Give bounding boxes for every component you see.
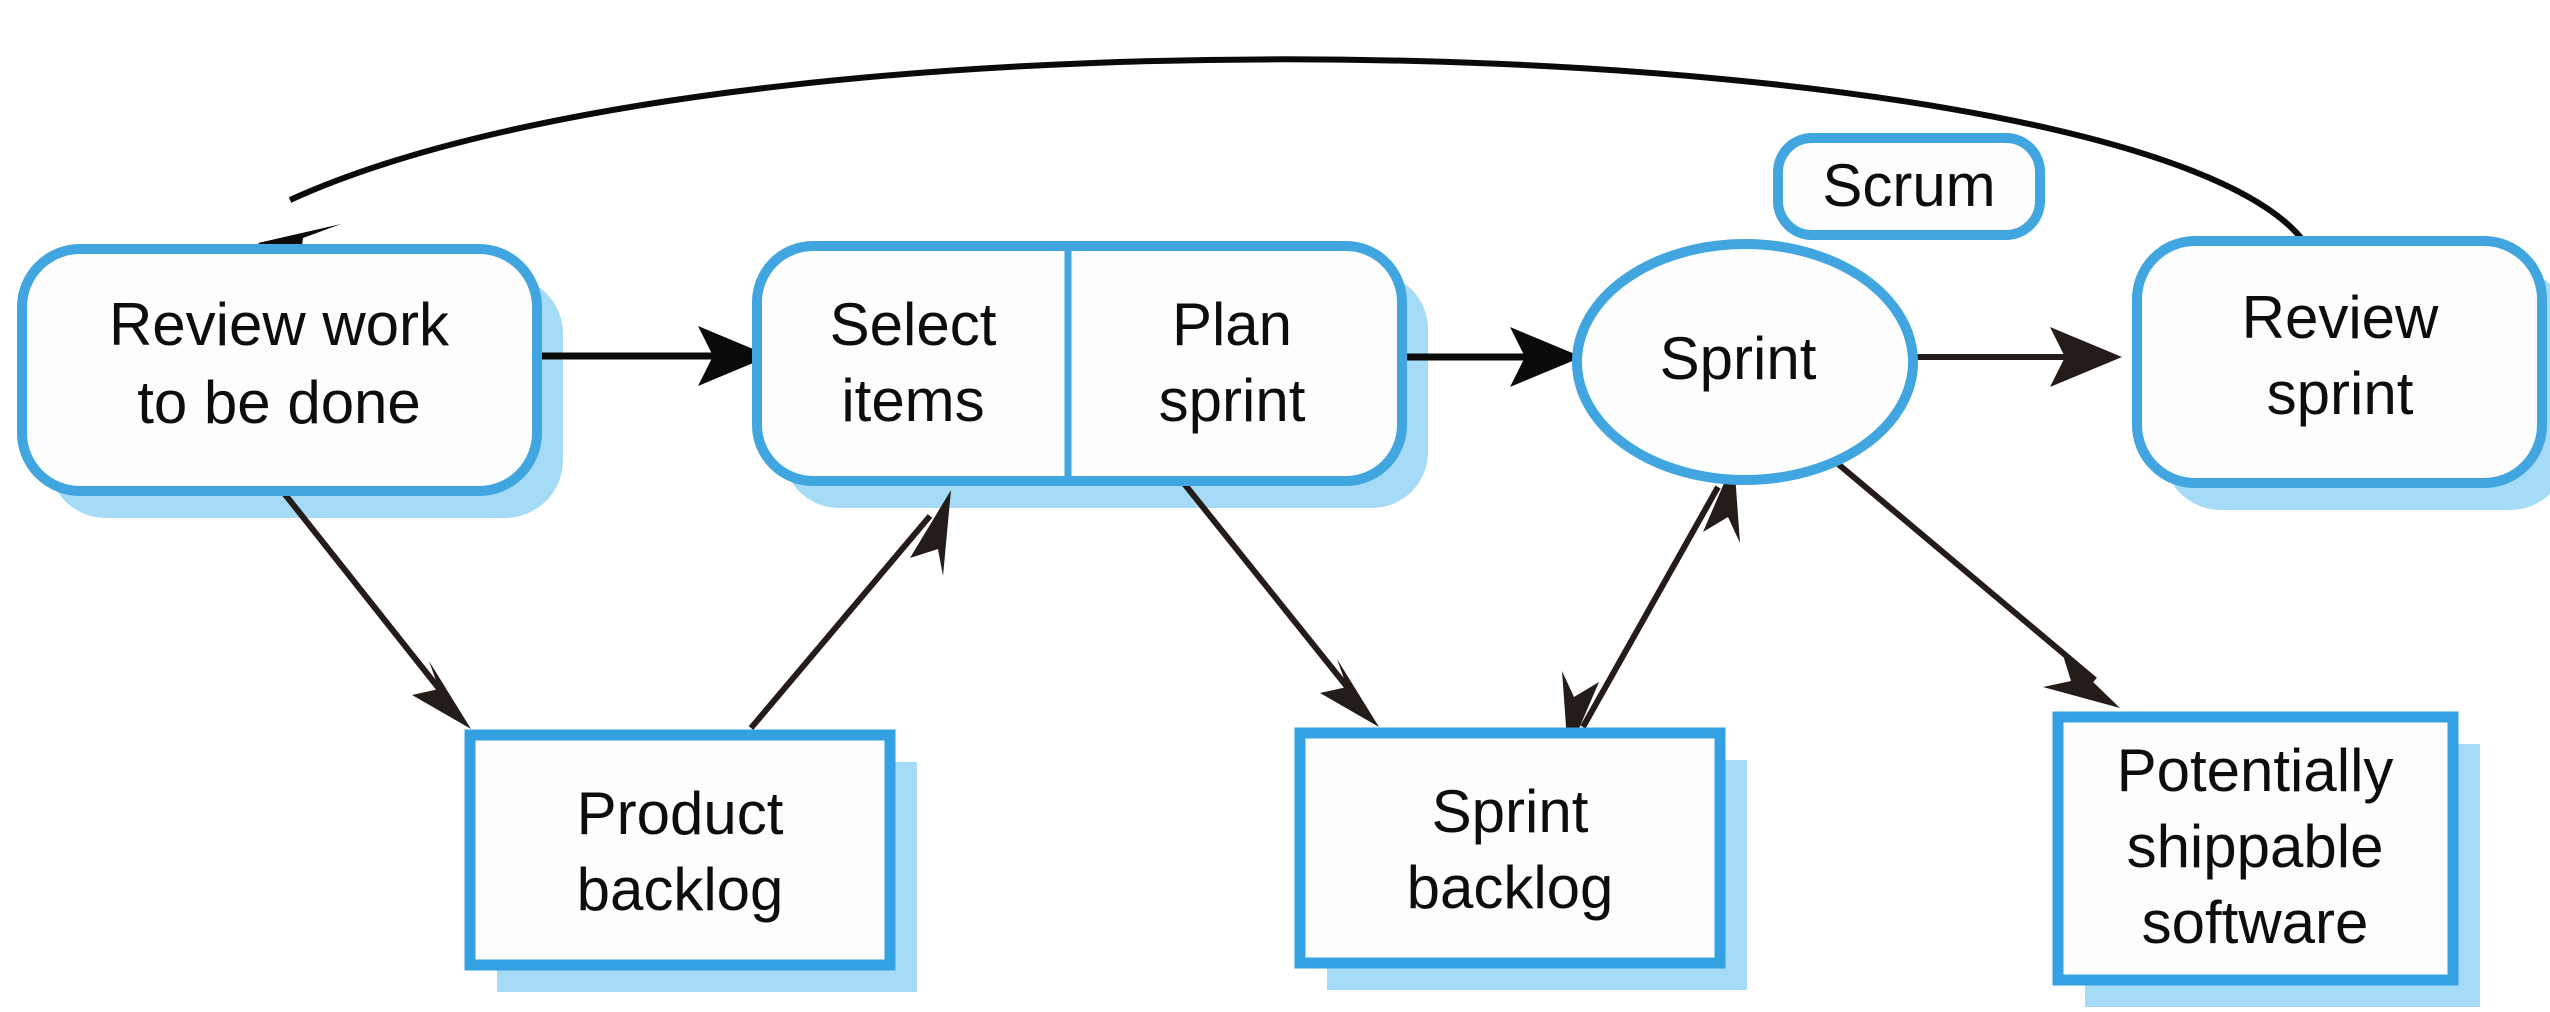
node-review-sprint[interactable] [2132,236,2547,488]
edge-review-work-to-product-backlog [269,476,451,702]
edge-sprint-to-potentially-shippable-arrowhead [2043,652,2120,708]
edge-plan-sprint-to-sprint-arrowhead [1510,327,1582,387]
edge-product-backlog-to-select-items [748,514,933,730]
node-scrum[interactable] [1773,133,2045,240]
node-sprint-backlog-line1: Sprint [1432,778,1589,845]
node-potentially-shippable-line1: Potentially [2117,737,2394,804]
node-product-backlog[interactable] [464,729,896,971]
node-potentially-shippable-software[interactable] [2052,711,2459,986]
edge-review-work-to-product-backlog-arrowhead [412,661,471,729]
edge-plan-sprint-to-sprint-backlog [1175,474,1359,700]
node-select-items-line1: Select [830,291,997,358]
label-layer: Review work to be done Select items Plan… [109,152,2439,956]
edge-review-sprint-to-review-work [288,56,2308,245]
node-scrum-label: Scrum [1822,152,1995,219]
node-sprint-label: Sprint [1660,325,1817,392]
node-select-items-line2: items [841,367,984,434]
node-review-work[interactable] [17,244,542,496]
node-plan-sprint-line2: sprint [1159,367,1306,434]
edge-sprint-to-review-sprint-arrowhead [2050,327,2122,387]
node-review-work-line2: to be done [137,369,421,436]
node-sprint-backlog[interactable] [1294,727,1726,969]
edge-review-work-to-select-items-arrowhead [698,326,770,386]
node-review-sprint-line2: sprint [2267,360,2414,427]
edge-sprint-to-potentially-shippable [1823,450,2097,683]
edge-sprint-backlog-to-sprint [1580,485,1721,729]
node-review-sprint-line1: Review [2242,284,2439,351]
node-product-backlog-line2: backlog [577,856,784,923]
node-sprint-backlog-line2: backlog [1407,854,1614,921]
node-potentially-shippable-line3: software [2142,889,2369,956]
edge-product-backlog-to-select-items-arrowhead [910,490,951,576]
node-select-items-plan-sprint[interactable] [752,241,1407,486]
edge-plan-sprint-to-sprint-backlog-arrowhead [1320,659,1379,727]
node-review-work-line1: Review work [109,291,450,358]
shape-layer [17,133,2547,986]
node-plan-sprint-line1: Plan [1172,291,1292,358]
node-product-backlog-line1: Product [577,780,784,847]
node-sprint[interactable] [1572,239,1918,485]
node-potentially-shippable-line2: shippable [2127,813,2384,880]
